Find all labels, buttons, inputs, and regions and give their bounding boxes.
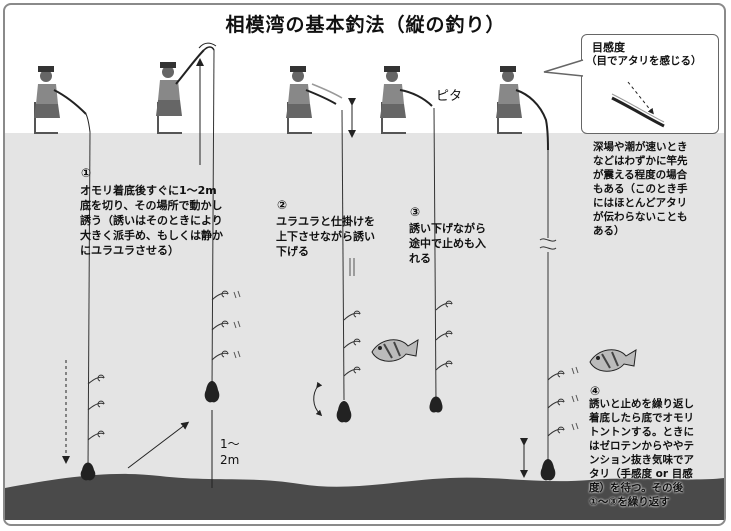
- angler-1: [34, 66, 91, 134]
- step-1-number: ①: [81, 166, 92, 180]
- line-4: [433, 107, 437, 405]
- step-2-number: ②: [277, 198, 288, 212]
- rig-3-hooks: [343, 310, 361, 377]
- seabed: [5, 473, 724, 520]
- sound-effect: ピタ: [436, 89, 462, 104]
- diagram-title: 相模湾の基本釣法（縦の釣り）: [225, 14, 506, 36]
- motion-ticks-2: [233, 290, 241, 359]
- fish-1: [371, 339, 419, 362]
- angler-5: [496, 66, 549, 151]
- sinker-5: [540, 459, 556, 481]
- line-break: [539, 238, 557, 250]
- callout-pointer: [543, 59, 584, 77]
- angler-2: [156, 42, 217, 134]
- callout-title: 目感度: [592, 41, 625, 54]
- fish-2: [589, 349, 637, 372]
- line-1: [87, 131, 91, 471]
- wobble-arrow-3: [313, 381, 323, 417]
- step-4-number: ④: [590, 384, 601, 398]
- motion-ticks-3: [349, 258, 355, 276]
- sinker-1: [80, 462, 96, 481]
- rig-2-hooks: [211, 290, 229, 361]
- angler-3: [286, 66, 343, 134]
- step-4-text: 誘いと止めを繰り返し 着底したら底でオモリ トントンする。ときに はゼロテンから…: [589, 398, 694, 508]
- motion-ticks-5: [571, 366, 579, 431]
- water-area: [5, 133, 724, 513]
- distance-label-line1: 1～: [220, 437, 240, 451]
- line-2: [211, 49, 215, 391]
- rig-4-hooks: [435, 300, 453, 371]
- angler-4: [380, 66, 433, 134]
- distance-label-line2: 2m: [220, 453, 239, 467]
- lift-diagonal-arrow: [127, 421, 190, 469]
- sinker-3: [336, 401, 352, 423]
- rig-1-hooks: [87, 374, 105, 441]
- step-1-text: オモリ着底後すぐに1～2m 底を切り、その場所で動かし 誘う（誘いはそのときによ…: [80, 184, 223, 257]
- step-3-number: ③: [410, 205, 421, 219]
- sinker-2: [204, 381, 220, 403]
- callout-note: 深場や潮が速いとき などはわずかに竿先 が震える程度の場合 もある（このとき手 …: [593, 141, 688, 237]
- rig-5-hooks: [547, 370, 565, 437]
- sinker-4: [429, 396, 443, 413]
- callout-subtitle: （目でアタリを感じる）: [586, 55, 702, 67]
- line-3: [341, 109, 345, 401]
- step-2-text: ユラユラと仕掛けを 上下させながら誘い 下げる: [276, 215, 375, 258]
- rod-tip-illustration: [611, 81, 665, 128]
- step-3-text: 誘い下げながら 途中で止めも入 れる: [409, 222, 486, 265]
